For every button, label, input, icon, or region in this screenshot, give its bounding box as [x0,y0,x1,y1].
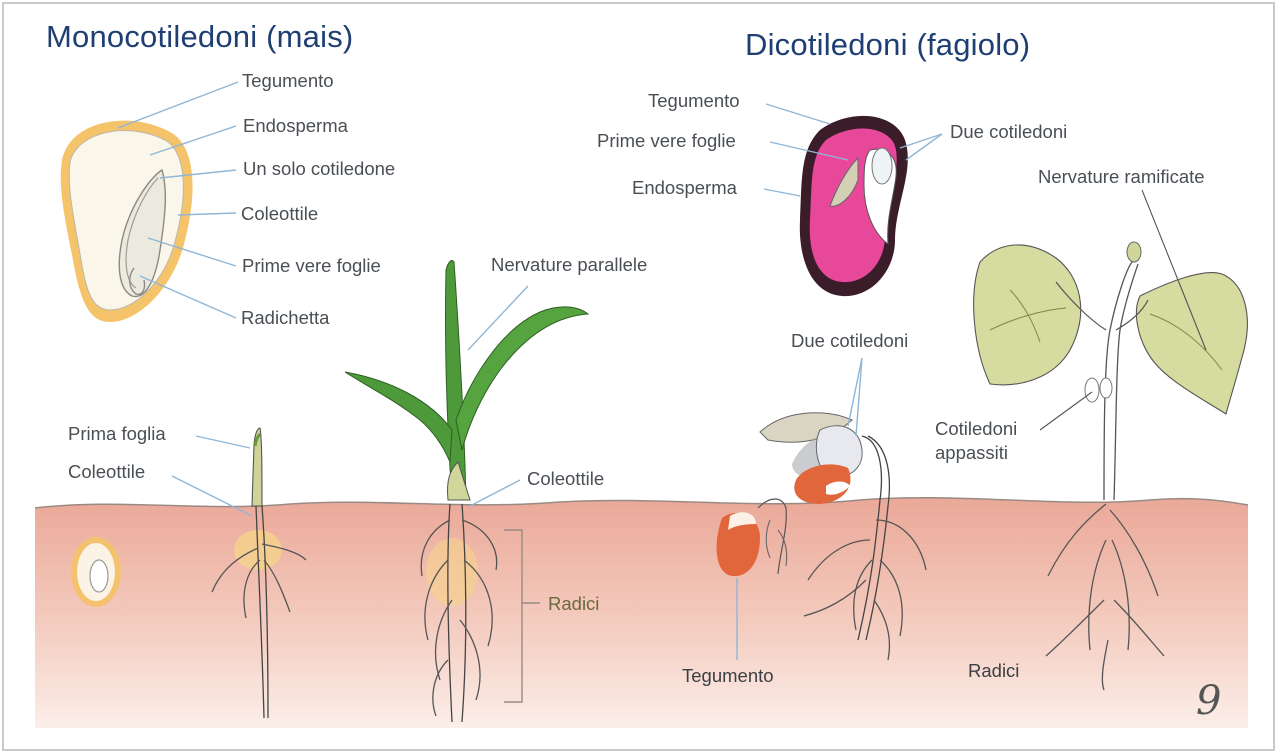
label-due-cotiledoni-seedling: Due cotiledoni [791,330,908,352]
maize-seed-buried [71,537,121,607]
label-coleottile-seed: Coleottile [241,203,318,225]
maize-seed [61,121,193,322]
title-monocots: Monocotiledoni (mais) [46,19,353,55]
label-tegumento-maize: Tegumento [242,70,334,92]
label-prime-vere-foglie-maize: Prime vere foglie [242,255,381,277]
page-mark: 9 [1196,678,1221,724]
label-due-cotiledoni-seed: Due cotiledoni [950,121,1067,143]
label-radici-bean: Radici [968,660,1019,682]
soil-band [35,498,1248,728]
label-coleottile-left: Coleottile [68,461,145,483]
label-cotiledoni: Cotiledoni [935,418,1017,440]
label-nervature-parallele: Nervature parallele [491,254,647,276]
label-nervature-ramificate: Nervature ramificate [1038,166,1205,188]
label-prima-foglia: Prima foglia [68,423,166,445]
maize-seedling-small-leaders [172,436,252,516]
label-endosperma-bean: Endosperma [632,177,737,199]
bean-seed [800,116,908,296]
label-prime-vere-foglie-bean: Prime vere foglie [597,130,736,152]
label-radichetta: Radichetta [241,307,329,329]
bean-seedling-leaders [848,358,862,436]
label-cotiledone: Un solo cotiledone [243,158,395,180]
label-tegumento-bean: Tegumento [648,90,740,112]
label-endosperma-maize: Endosperma [243,115,348,137]
label-appassiti: appassiti [935,442,1008,464]
label-tegumento-germinating: Tegumento [682,665,774,687]
label-radici-maize: Radici [548,593,599,615]
label-coleottile-right: Coleottile [527,468,604,490]
title-dicots: Dicotiledoni (fagiolo) [745,27,1030,63]
